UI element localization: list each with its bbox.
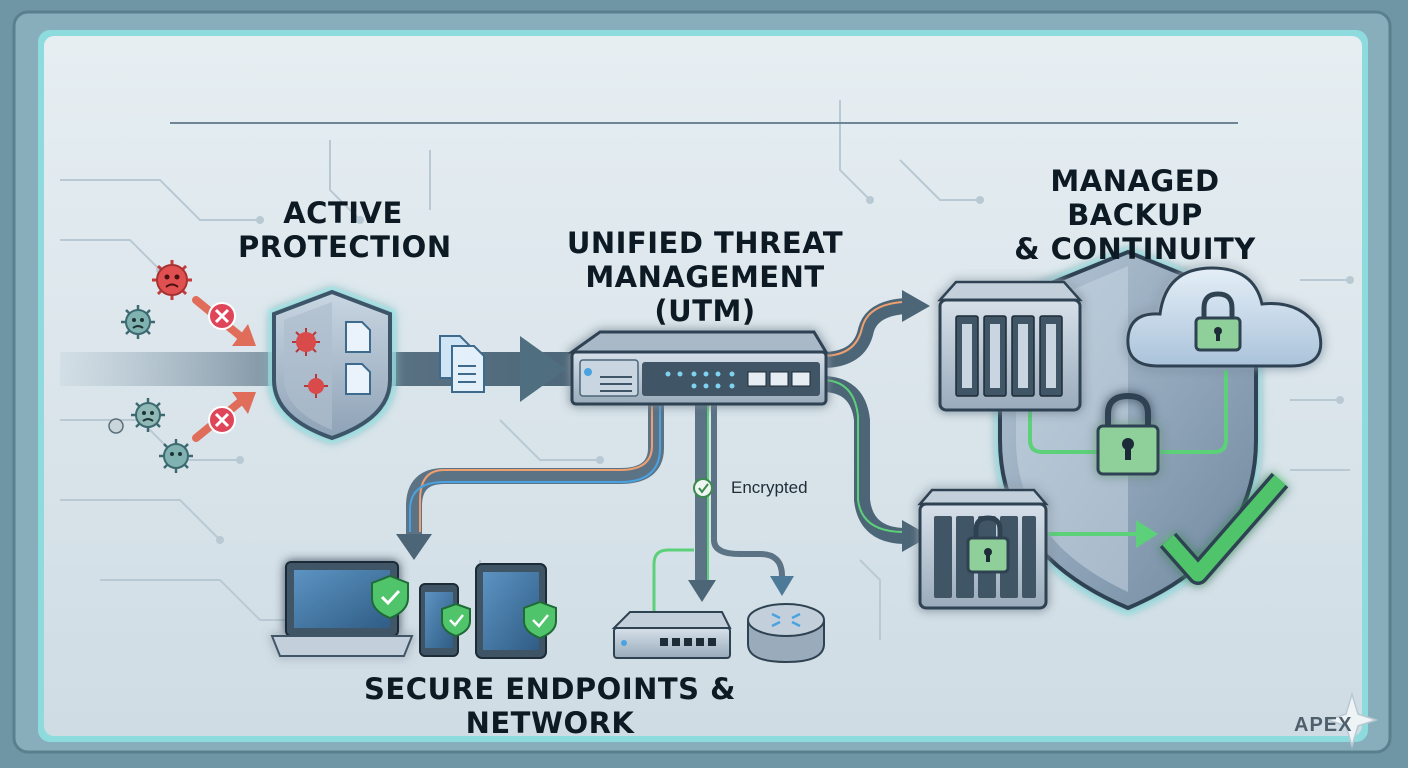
virus-icon xyxy=(108,418,124,434)
secure-endpoints-label: SECURE ENDPOINTS & NETWORK xyxy=(364,672,736,740)
brand-label: APEX xyxy=(1294,714,1353,736)
flow-arrow-icon xyxy=(688,580,716,602)
virus-icon xyxy=(152,260,192,300)
virus-icon xyxy=(292,328,320,356)
encryption-badge xyxy=(693,478,713,498)
shield-icon xyxy=(268,286,396,444)
virus-icon xyxy=(131,398,165,432)
virus-icon xyxy=(159,439,193,473)
backup-label: MANAGED BACKUP & CONTINUITY xyxy=(980,164,1290,266)
flow-arrow-icon xyxy=(520,336,566,402)
flow-arrow-icon xyxy=(902,520,930,552)
document-icon xyxy=(345,321,371,395)
sparkle-icon xyxy=(1325,691,1379,749)
nas-icon xyxy=(937,280,1083,412)
virus-icon xyxy=(121,305,155,339)
shield-icon xyxy=(441,602,471,638)
flow-arrow-icon xyxy=(902,290,930,322)
flow-arrow-icon xyxy=(770,576,794,596)
virus-icon xyxy=(304,374,328,398)
utm-appliance-icon xyxy=(567,330,829,406)
active-protection-label-line: ACTIVE xyxy=(283,196,403,230)
flow-arrow-icon xyxy=(396,534,432,560)
laptop-icon xyxy=(270,561,414,657)
shield-icon xyxy=(371,574,409,620)
lock-icon xyxy=(1096,392,1160,476)
backup-label-line: MANAGED BACKUP xyxy=(1050,164,1220,232)
blocked-attack-arrow xyxy=(192,296,256,346)
backup-flow-paths xyxy=(821,298,907,544)
blocked-attack-arrow xyxy=(192,392,256,442)
document-icon xyxy=(439,335,485,393)
active-protection-label-line: PROTECTION xyxy=(238,230,452,264)
flow-arrow-icon xyxy=(1136,520,1158,548)
lock-icon xyxy=(966,515,1010,574)
router-icon xyxy=(747,603,825,664)
active-protection-label: ACTIVE PROTECTION xyxy=(238,196,452,264)
backup-label-line: & CONTINUITY xyxy=(1014,232,1256,266)
switch-icon xyxy=(611,611,732,659)
utm-label: UNIFIED THREAT MANAGEMENT (UTM) xyxy=(540,226,870,328)
shield-icon xyxy=(523,600,557,640)
lock-icon xyxy=(1194,291,1242,352)
utm-label-line: UNIFIED THREAT xyxy=(566,226,844,260)
encrypted-label: Encrypted xyxy=(731,478,808,497)
utm-label-line: MANAGEMENT (UTM) xyxy=(585,260,825,328)
backup-links xyxy=(1028,370,1228,536)
checkmark-icon xyxy=(1159,472,1289,585)
